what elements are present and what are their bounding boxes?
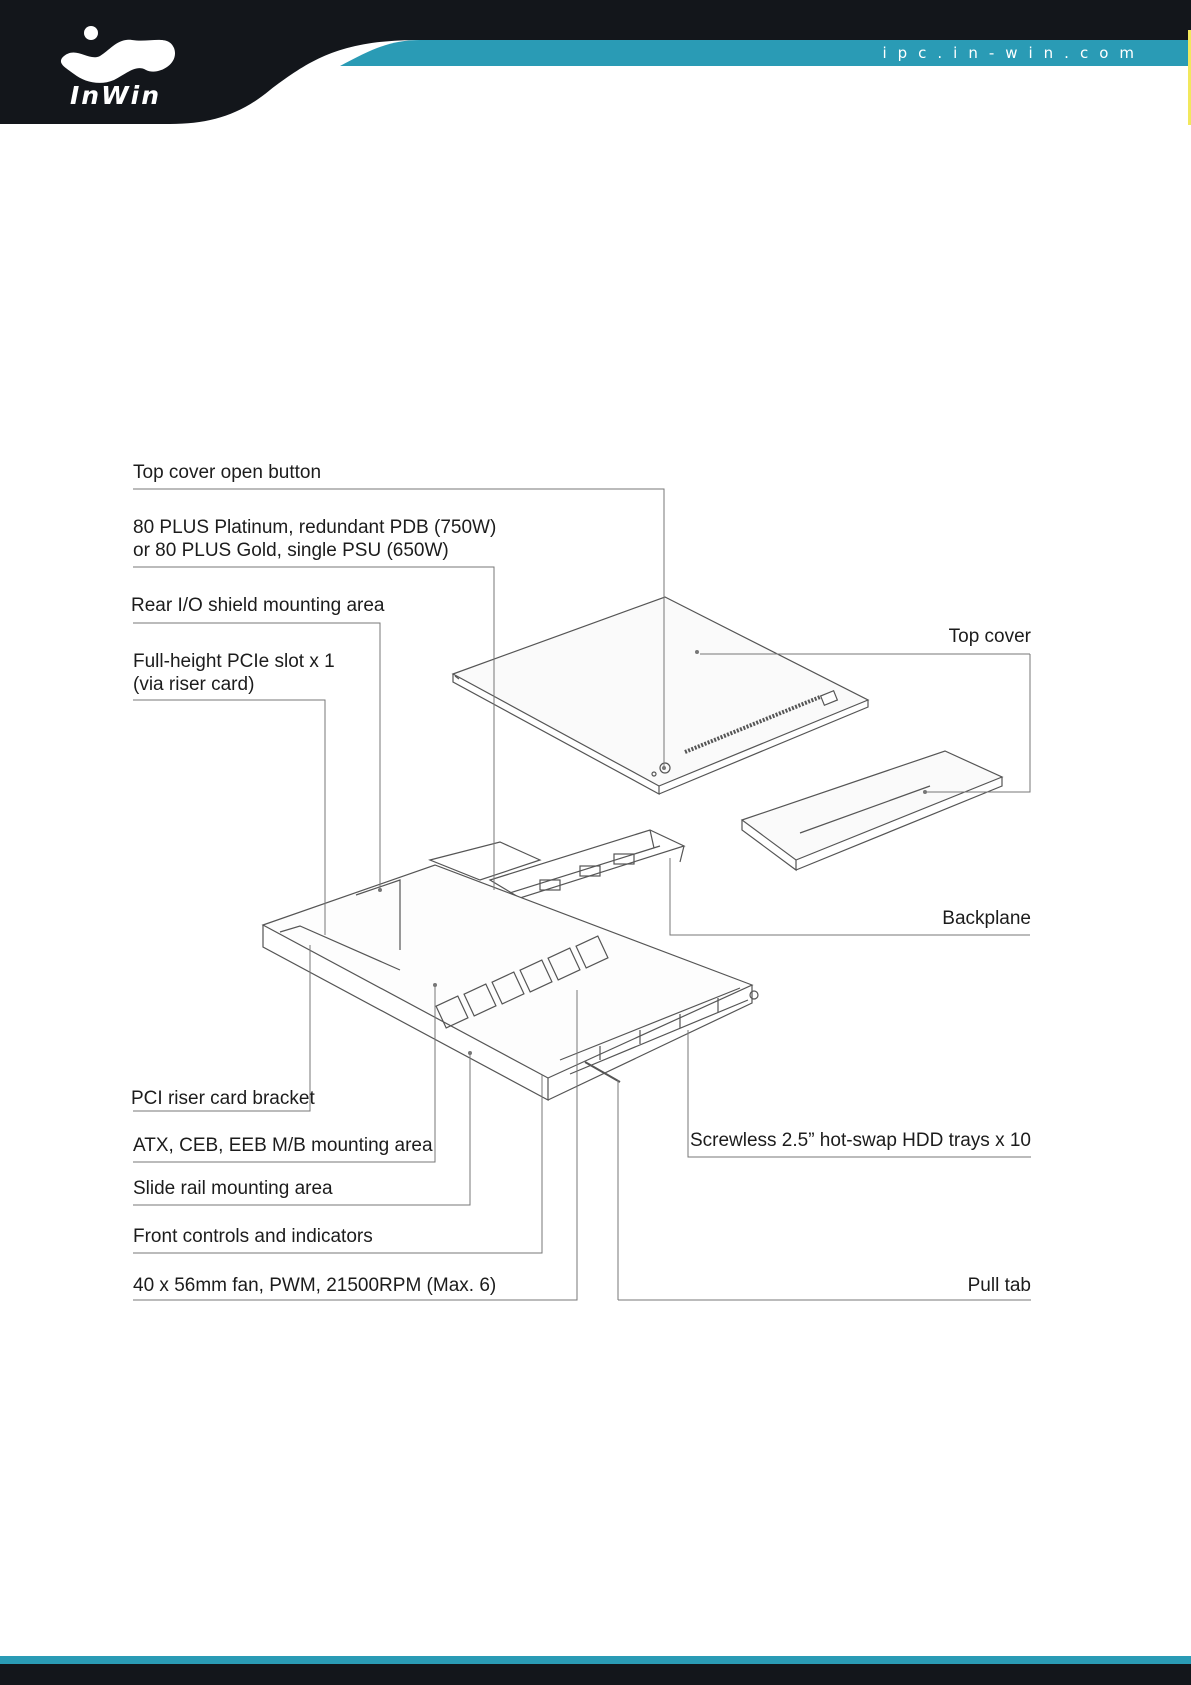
chassis-body <box>261 841 759 1102</box>
callout-slide-rail: Slide rail mounting area <box>133 1178 333 1199</box>
brand-wordmark: InWin <box>70 81 162 110</box>
inwin-logo <box>60 26 176 83</box>
callout-hdd-trays: Screwless 2.5” hot-swap HDD trays x 10 <box>689 1130 1031 1151</box>
page-header: ipc.in-win.com <box>0 0 1191 130</box>
footer-dark-bar <box>0 1664 1191 1685</box>
callout-psu-line1: 80 PLUS Platinum, redundant PDB (750W) <box>133 517 497 538</box>
callout-pcie-line2: (via riser card) <box>133 674 255 695</box>
callout-pcie-line1: Full-height PCIe slot x 1 <box>133 651 335 672</box>
callout-rear-io: Rear I/O shield mounting area <box>131 595 385 616</box>
callout-front-controls: Front controls and indicators <box>133 1226 373 1247</box>
page-edge-accent <box>1188 30 1191 125</box>
callout-top-cover: Top cover <box>948 626 1031 647</box>
header-banner <box>0 0 1191 124</box>
callout-fan: 40 x 56mm fan, PWM, 21500RPM (Max. 6) <box>133 1275 497 1296</box>
backplane-cover-plate <box>740 750 1004 872</box>
callout-mb-area: ATX, CEB, EEB M/B mounting area <box>133 1135 433 1156</box>
callout-psu-line2: or 80 PLUS Gold, single PSU (650W) <box>133 540 449 561</box>
callout-pci-riser-bracket: PCI riser card bracket <box>131 1088 315 1109</box>
callout-backplane: Backplane <box>942 908 1031 929</box>
site-url[interactable]: ipc.in-win.com <box>882 44 1145 62</box>
top-cover-panel <box>451 596 870 796</box>
callout-top-cover-open-button: Top cover open button <box>133 462 322 483</box>
backplane-boards <box>488 829 686 899</box>
footer-accent-bar <box>0 1656 1191 1664</box>
callout-pull-tab: Pull tab <box>967 1275 1031 1296</box>
